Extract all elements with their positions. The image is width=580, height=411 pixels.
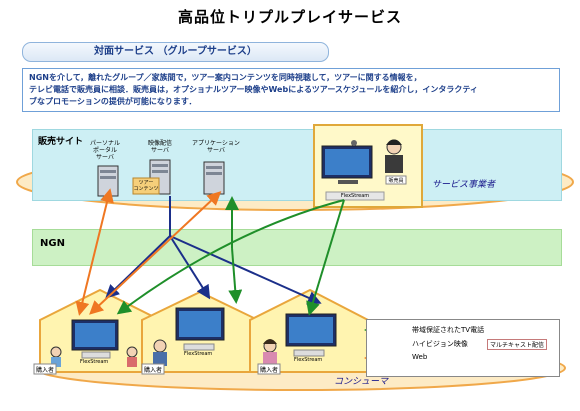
description-line-1: NGNを介して，離れたグループ／家族間で，ツアー案内コンテンツを同時視聴して，ツ… [29, 73, 422, 82]
purchaser-tag-1 [33, 363, 57, 375]
ngn-label: NGN [40, 238, 65, 249]
sales-site-band [32, 129, 562, 201]
sales-person-label: 販売員 [388, 178, 404, 184]
server-label-video: 映像配信 サーバ [138, 140, 182, 154]
legend-multicast-tag: マルチキャスト配信 [487, 339, 548, 350]
sales-site-label: 販売サイト [38, 137, 84, 147]
flexstream-label-1: FlexStream [80, 359, 109, 365]
server-label-line: サーバ [207, 147, 225, 154]
house-2 [141, 290, 259, 373]
server-label-portal: パーソナル ポータル サーバ [82, 140, 128, 161]
server-label-line: ポータル [92, 147, 117, 154]
purchaser-tag-3 [257, 363, 281, 375]
legend-item-web: Web [412, 353, 428, 361]
sales-person-icon [385, 139, 403, 173]
server-label-line: サーバ [96, 154, 114, 161]
purchaser-label-3: 購入者 [259, 367, 278, 374]
sales-tv-icon [321, 140, 373, 184]
section-banner: 対面サービス （グループサービス） [22, 42, 329, 62]
flexstream-label-2: FlexStream [184, 351, 213, 357]
page-title: 高品位トリプルプレイサービス [177, 8, 402, 26]
consumer-label: コンシューマ [334, 377, 389, 387]
portal-server-icon [97, 165, 119, 197]
flexstream-label-3: FlexStream [294, 357, 323, 363]
server-label-line: サーバ [151, 147, 169, 154]
description-line-2: テレビ電話で販売員に相談．販売員は，オプショナルツアー映像やWebによるツアース… [29, 85, 478, 94]
server-label-line: 映像配信 [147, 140, 172, 147]
purchaser-label-2: 購入者 [143, 367, 162, 374]
legend-item-hivision: ハイビジョン映像 [412, 340, 468, 348]
web-arrows [75, 188, 222, 316]
app-server-icon [203, 161, 225, 195]
legend-item-tvphone: 帯域保証されたTV電話 [412, 326, 485, 334]
legend-box [366, 319, 560, 377]
sales-flexstream-box [325, 191, 385, 201]
house-3 [249, 288, 369, 373]
sales-flexstream-label: FlexStream [340, 193, 370, 199]
description-line-3: ブなプロモーションの提供が可能になります． [29, 97, 197, 106]
sales-person-tag [385, 175, 407, 185]
service-provider-label: サービス事業者 [432, 180, 496, 190]
server-label-line: パーソナル [89, 140, 120, 147]
purchaser-tag-2 [141, 363, 165, 375]
tour-content-label: ツアー コンテンツ [133, 180, 159, 192]
server-label-line: アプリケーション [192, 140, 240, 147]
purchaser-label-1: 購入者 [35, 367, 54, 374]
hivision-arrows [105, 196, 322, 305]
server-label-app: アプリケーション サーバ [188, 140, 244, 154]
description-box: NGNを介して，離れたグループ／家族間で，ツアー案内コンテンツを同時視聴して，ツ… [22, 68, 560, 112]
